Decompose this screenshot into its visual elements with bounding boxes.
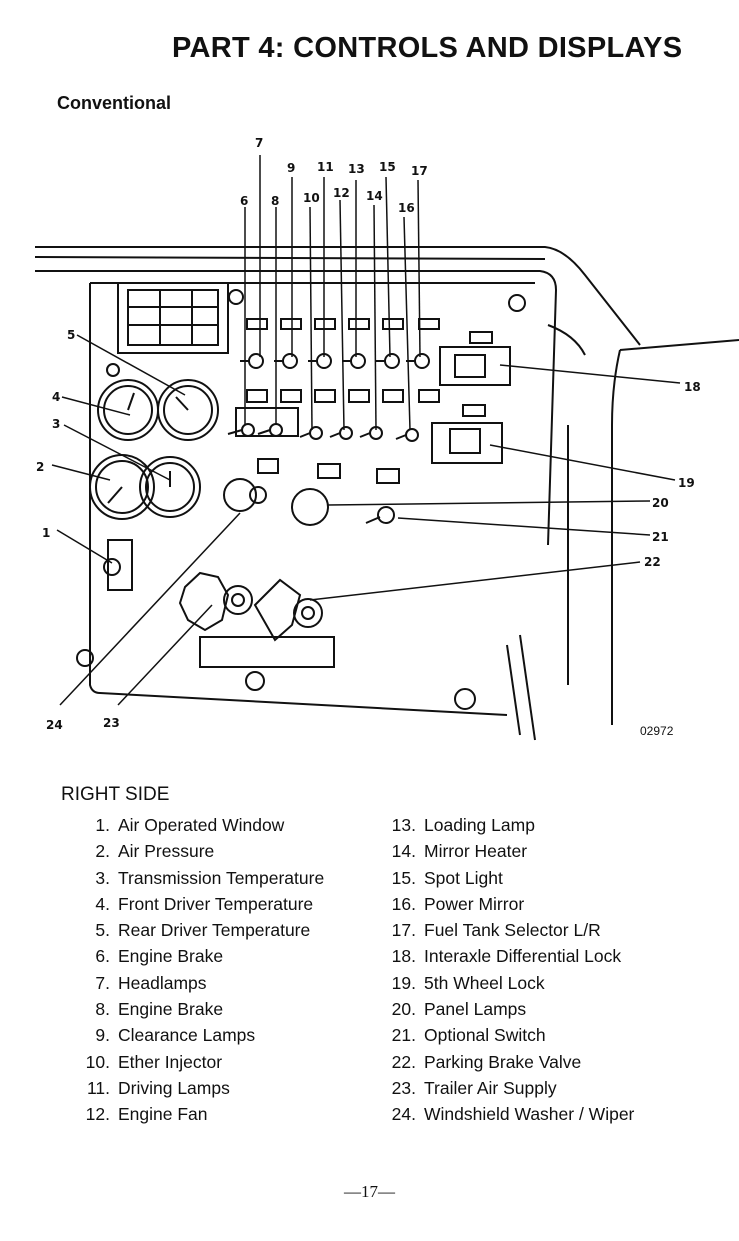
leader-lines [51, 155, 681, 706]
rocker-valves [431, 294, 526, 464]
list-item: 8.Engine Brake [95, 999, 224, 1020]
list-item: 14.Mirror Heater [391, 841, 528, 862]
callout-18: 18 [684, 380, 701, 394]
callout-5: 5 [67, 328, 75, 342]
list-item: 16.Power Mirror [391, 893, 525, 914]
vent-grille [117, 282, 229, 354]
list-item: 22.Parking Brake Valve [391, 1051, 582, 1072]
callout-2: 2 [36, 460, 44, 474]
dashboard-diagram: 1 2 3 4 5 6 7 8 9 10 11 12 13 14 15 16 1… [0, 125, 739, 765]
list-item: 2.Air Pressure [95, 841, 215, 862]
callout-22: 22 [644, 555, 661, 569]
page-number: —17— [344, 1182, 395, 1201]
callout-19: 19 [678, 476, 695, 490]
callout-10: 10 [303, 191, 320, 205]
figure-code: 02972 [640, 724, 674, 738]
list-item: 15.Spot Light [391, 867, 503, 888]
section-subtitle: Conventional [57, 93, 172, 113]
list-item: 7.Headlamps [95, 972, 207, 993]
dash-outline [34, 246, 739, 741]
list-item: 24.Windshield Washer / Wiper [391, 1104, 635, 1125]
list-item: 4.Front Driver Temperature [95, 893, 314, 914]
list-item: 3.Transmission Temperature [95, 867, 325, 888]
list-item: 23.Trailer Air Supply [391, 1077, 557, 1098]
list-item: 9.Clearance Lamps [95, 1025, 256, 1046]
callout-20: 20 [652, 496, 669, 510]
callout-13: 13 [348, 162, 365, 176]
callout-4: 4 [52, 390, 60, 404]
legend-list-left: 1.Air Operated Window 2.Air Pressure 3.T… [80, 812, 325, 1128]
callout-24: 24 [46, 718, 63, 732]
list-item: 6.Engine Brake [95, 946, 224, 967]
list-item: 13.Loading Lamp [391, 815, 535, 835]
list-item: 18.Interaxle Differential Lock [391, 946, 622, 967]
list-item: 1.Air Operated Window [95, 815, 285, 835]
callout-1: 1 [42, 526, 50, 540]
legend-list-right: 13.Loading Lamp 14.Mirror Heater 15.Spot… [386, 812, 635, 1128]
list-item: 10.Ether Injector [85, 1051, 223, 1072]
right-side-heading: RIGHT SIDE [61, 784, 170, 805]
callout-23: 23 [103, 716, 120, 730]
callout-12: 12 [333, 186, 350, 200]
callout-16: 16 [398, 201, 415, 215]
callout-17: 17 [411, 164, 428, 178]
list-item: 21.Optional Switch [391, 1025, 546, 1046]
list-item: 12.Engine Fan [85, 1104, 208, 1125]
callout-21: 21 [652, 530, 669, 544]
list-item: 5.Rear Driver Temperature [95, 920, 311, 941]
callout-7: 7 [255, 136, 263, 150]
callout-15: 15 [379, 160, 396, 174]
callout-9: 9 [287, 161, 295, 175]
lower-controls [76, 478, 476, 710]
list-item: 11.Driving Lamps [86, 1077, 230, 1098]
callout-6: 6 [240, 194, 248, 208]
callout-3: 3 [52, 417, 60, 431]
toggle-switches [227, 353, 430, 442]
callout-8: 8 [271, 194, 279, 208]
callout-numbers: 1 2 3 4 5 6 7 8 9 10 11 12 13 14 15 16 1… [36, 136, 701, 738]
indicator-lamps [246, 318, 493, 484]
page-title: PART 4: CONTROLS AND DISPLAYS [172, 32, 683, 64]
list-item: 17.Fuel Tank Selector L/R [391, 920, 601, 941]
callout-11: 11 [317, 160, 334, 174]
list-item: 19.5th Wheel Lock [391, 972, 545, 993]
callout-14: 14 [366, 189, 383, 203]
list-item: 20.Panel Lamps [391, 999, 527, 1020]
